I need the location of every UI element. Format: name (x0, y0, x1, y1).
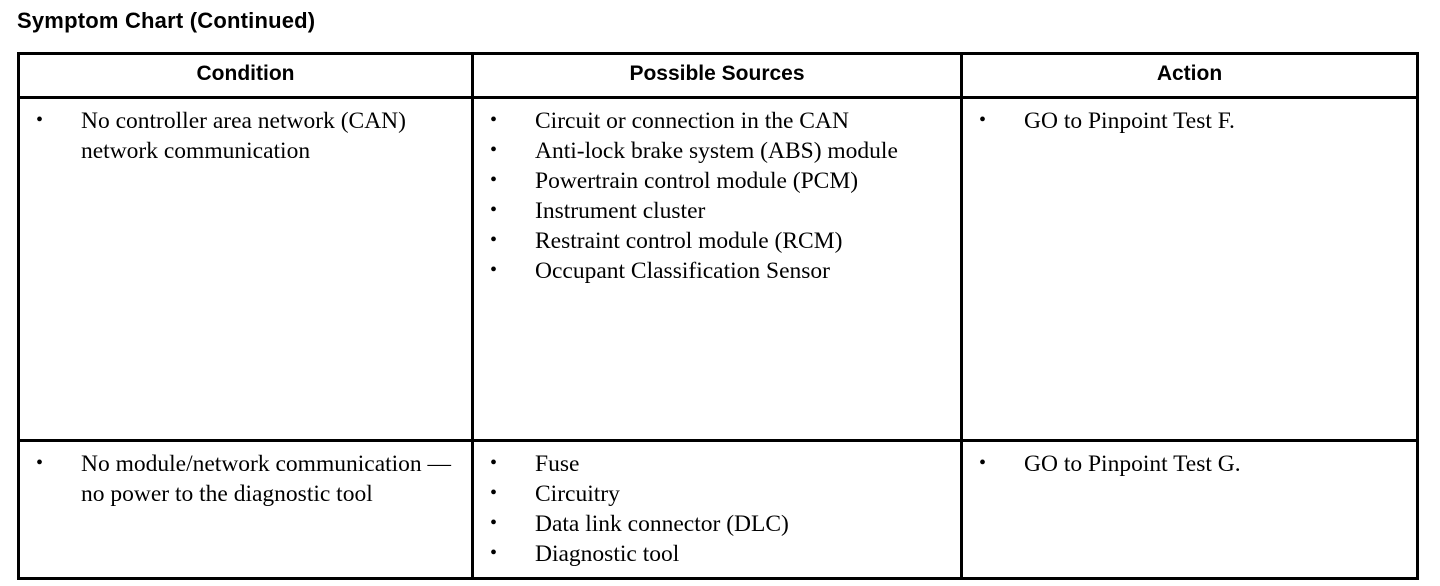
list-item: Circuitry (480, 478, 954, 509)
list-item: GO to Pinpoint Test G. (969, 448, 1410, 479)
cell-action: GO to Pinpoint Test G. (960, 439, 1419, 580)
table-row: No module/network communication — no pow… (17, 439, 1419, 580)
list-item: Anti-lock brake system (ABS) module (480, 135, 954, 166)
possible-sources-list: Fuse Circuitry Data link connector (DLC)… (480, 448, 954, 569)
table-header-row: Condition Possible Sources Action (17, 52, 1419, 99)
column-header-possible-sources: Possible Sources (471, 52, 963, 99)
list-item: No controller area network (CAN) network… (26, 105, 465, 166)
list-item: Restraint control module (RCM) (480, 225, 954, 256)
symptom-chart-table: Condition Possible Sources Action No con… (17, 52, 1419, 580)
list-item: No module/network communication — no pow… (26, 448, 465, 509)
list-item: GO to Pinpoint Test F. (969, 105, 1410, 136)
list-item: Instrument cluster (480, 195, 954, 226)
action-list: GO to Pinpoint Test F. (969, 105, 1410, 136)
list-item: Occupant Classification Sensor (480, 255, 954, 286)
cell-action: GO to Pinpoint Test F. (960, 96, 1419, 442)
condition-list: No controller area network (CAN) network… (26, 105, 465, 166)
column-header-action: Action (960, 52, 1419, 99)
table-row: No controller area network (CAN) network… (17, 96, 1419, 442)
column-header-condition: Condition (17, 52, 474, 99)
condition-list: No module/network communication — no pow… (26, 448, 465, 509)
page-title: Symptom Chart (Continued) (17, 8, 316, 33)
possible-sources-list: Circuit or connection in the CAN Anti-lo… (480, 105, 954, 286)
list-item: Powertrain control module (PCM) (480, 165, 954, 196)
cell-condition: No controller area network (CAN) network… (17, 96, 474, 442)
list-item: Fuse (480, 448, 954, 479)
list-item: Data link connector (DLC) (480, 508, 954, 539)
cell-possible-sources: Fuse Circuitry Data link connector (DLC)… (471, 439, 963, 580)
list-item: Diagnostic tool (480, 538, 954, 569)
list-item: Circuit or connection in the CAN (480, 105, 954, 136)
action-list: GO to Pinpoint Test G. (969, 448, 1410, 479)
cell-condition: No module/network communication — no pow… (17, 439, 474, 580)
cell-possible-sources: Circuit or connection in the CAN Anti-lo… (471, 96, 963, 442)
